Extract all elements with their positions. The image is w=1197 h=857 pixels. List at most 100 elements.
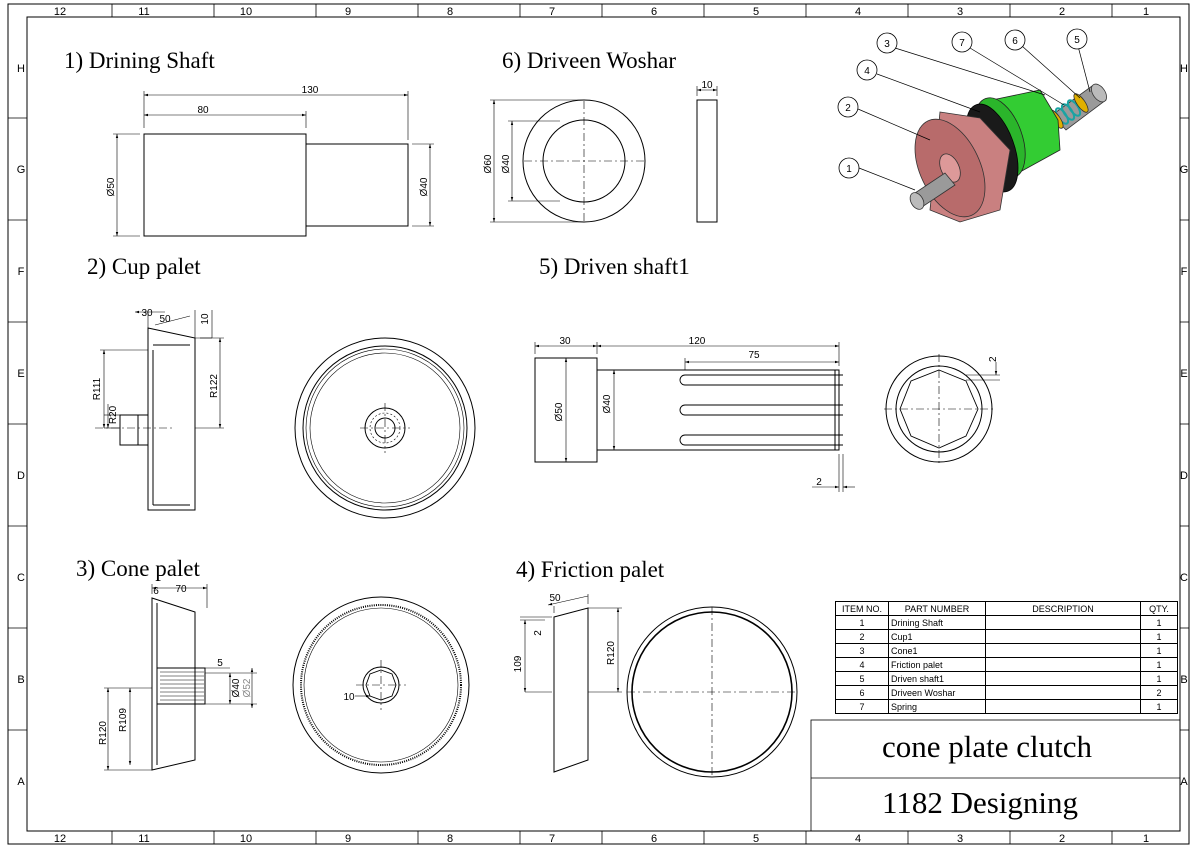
dim-label: 50 [159, 314, 171, 325]
col-label: 1 [1143, 6, 1149, 18]
bom-qty: 1 [1140, 671, 1178, 686]
bom-header: DESCRIPTION [985, 601, 1141, 616]
dim-label: 30 [559, 336, 571, 347]
dim-label: 5 [217, 658, 223, 669]
dim-label: 30 [141, 308, 153, 319]
bom-item: 3 [835, 643, 889, 658]
view-title-drining-shaft: 1) Drining Shaft [64, 48, 215, 73]
bom-part: Drining Shaft [888, 615, 986, 630]
bom-qty: 1 [1140, 657, 1178, 672]
cup-palet-front-view [294, 337, 476, 519]
bom-part: Spring [888, 699, 986, 714]
col-label: 12 [54, 833, 66, 845]
driveen-woshar-view [490, 86, 718, 223]
bom-header: PART NUMBER [888, 601, 986, 616]
balloon-2 [837, 96, 859, 118]
shaft-small-section [305, 143, 409, 227]
dim-label: R120 [606, 641, 617, 665]
row-label: C [1180, 572, 1188, 584]
row-label: G [1180, 164, 1189, 176]
balloon-label: 7 [959, 38, 965, 49]
col-label: 4 [855, 833, 861, 845]
row-label: H [1180, 63, 1188, 75]
bom-item: 5 [835, 671, 889, 686]
bom-item: 1 [835, 615, 889, 630]
balloon-label: 3 [884, 39, 890, 50]
dim-label: 109 [513, 655, 524, 672]
dim-label: 80 [197, 105, 209, 116]
bom-part: Cone1 [888, 643, 986, 658]
cone-hub [156, 667, 206, 705]
col-label: 7 [549, 6, 555, 18]
row-label: F [1181, 266, 1188, 278]
drining-shaft-view [113, 91, 434, 237]
bom-qty: 2 [1140, 685, 1178, 700]
dim-label: Ø50 [106, 177, 117, 196]
row-label: A [1180, 776, 1188, 788]
dim-label: 10 [701, 80, 713, 91]
zone-ticks [8, 4, 1189, 844]
dim-label: 10 [200, 313, 211, 325]
dim-label: R20 [108, 405, 119, 424]
view-title-cone-palet: 3) Cone palet [76, 556, 200, 581]
cup-hub [119, 414, 149, 446]
bom-header: ITEM NO. [835, 601, 889, 616]
col-label: 2 [1059, 6, 1065, 18]
bom-qty: 1 [1140, 699, 1178, 714]
col-label: 3 [957, 833, 963, 845]
bom-item: 2 [835, 629, 889, 644]
cup-palet-side-view [95, 310, 224, 511]
dim-label: 2 [533, 630, 544, 636]
bom-desc [985, 671, 1141, 686]
dim-label: 2 [816, 477, 822, 488]
dim-label: 50 [549, 593, 561, 604]
view-title-driveen-woshar: 6) Driveen Woshar [502, 48, 677, 73]
dim-label: Ø52 [242, 678, 253, 697]
col-label: 5 [753, 6, 759, 18]
dim-label: Ø50 [554, 402, 565, 421]
title-block [810, 719, 1181, 832]
bom-desc [985, 615, 1141, 630]
cup-body [147, 327, 196, 511]
balloon-label: 1 [846, 164, 852, 175]
balloon-6 [1004, 29, 1026, 51]
balloon-label: 4 [864, 66, 870, 77]
bom-part: Driveen Woshar [888, 685, 986, 700]
dim-label: Ø60 [483, 154, 494, 173]
bom-desc [985, 657, 1141, 672]
row-label: C [17, 572, 25, 584]
dim-label: 2 [988, 356, 999, 362]
balloon-label: 5 [1074, 35, 1080, 46]
cone-palet-front-view [292, 596, 470, 774]
bom-header: QTY. [1140, 601, 1178, 616]
balloon-7 [951, 31, 973, 53]
dim-label: Ø40 [419, 177, 430, 196]
view-title-cup-palet: 2) Cup palet [87, 254, 201, 279]
balloon-label: 6 [1012, 36, 1018, 47]
assembly-3d-view: 1 2 3 4 5 6 7 [837, 28, 1107, 223]
balloon-3 [876, 32, 898, 54]
row-label: G [17, 164, 26, 176]
driven-shaft-front-view [884, 354, 1000, 464]
col-label: 8 [447, 6, 453, 18]
col-label: 9 [345, 833, 351, 845]
bom-item: 7 [835, 699, 889, 714]
cone-body [151, 597, 196, 771]
bom-desc [985, 699, 1141, 714]
washer-side [696, 99, 718, 223]
view-title-friction-palet: 4) Friction palet [516, 557, 665, 582]
bom-item: 6 [835, 685, 889, 700]
col-label: 6 [651, 833, 657, 845]
dim-label: 70 [175, 584, 187, 595]
row-label: A [17, 776, 25, 788]
col-label: 2 [1059, 833, 1065, 845]
row-label: B [17, 674, 24, 686]
bom-desc [985, 629, 1141, 644]
